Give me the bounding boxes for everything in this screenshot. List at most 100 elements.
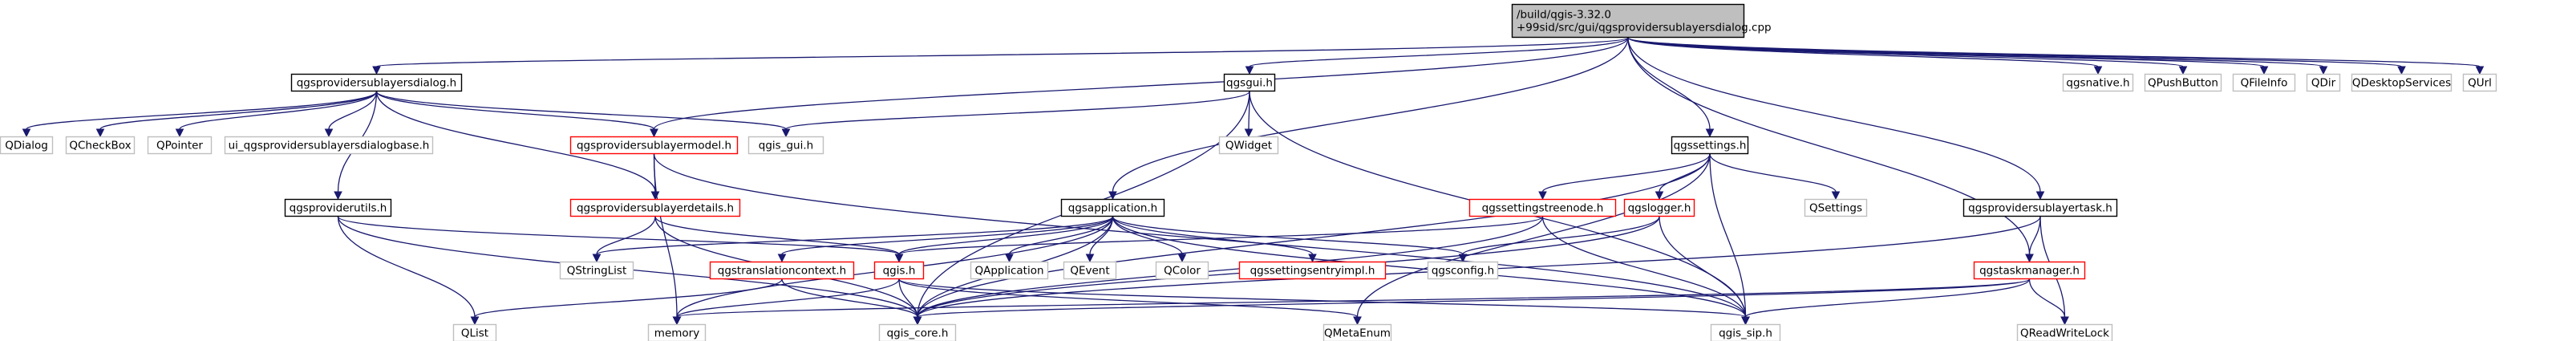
- edge-arrowhead: [1741, 316, 1750, 326]
- node-label: qgsapplication.h: [1068, 202, 1158, 215]
- node-label: qgssettingsentryimpl.h: [1250, 265, 1375, 278]
- edge-arrowhead: [2025, 254, 2034, 263]
- edge-qgstaskmanager-h-to-qgis-core-h: [913, 278, 2031, 326]
- node-label: QEvent: [1070, 265, 1109, 278]
- edge-qgsprovidersublayersdialog-h-to-qpointer: [175, 91, 378, 138]
- node-label: qgssettingstreenode.h: [1482, 202, 1604, 215]
- edge-line: [375, 91, 787, 130]
- node-qgsprovidersublayertask-h[interactable]: qgsprovidersublayertask.h: [1962, 198, 2118, 217]
- node-qgsgui-h[interactable]: qgsgui.h: [1223, 73, 1276, 92]
- node-qcheckbox: QCheckBox: [65, 136, 136, 155]
- node-memory: memory: [647, 323, 707, 341]
- edge-qgsprovidersublayersdialog-h-to-qgis-gui-h: [375, 91, 791, 138]
- edge-arrowhead: [1353, 316, 1362, 326]
- node-box: [2062, 73, 2134, 92]
- edge-arrowhead: [2259, 66, 2269, 75]
- node-qgstaskmanager-h[interactable]: qgstaskmanager.h: [1973, 261, 2086, 280]
- node-label: qgis_sip.h: [1719, 327, 1772, 340]
- edge-qgssettingstreenode-h-to-qgis-sip-h: [1541, 216, 1750, 326]
- edge-line: [1356, 153, 1711, 318]
- node-qgstranslationcontext-h[interactable]: qgstranslationcontext.h: [709, 261, 855, 280]
- node-box: [569, 198, 741, 217]
- node-box: [873, 261, 925, 280]
- node-qapplication: QApplication: [970, 261, 1049, 280]
- edge-arrowhead: [894, 254, 904, 263]
- edge-qgssettings-h-to-qmetaenum: [1353, 153, 1711, 326]
- edge-qgsapplication-h-to-qgstranslationcontext-h: [777, 216, 1114, 263]
- node-qgsprovidersublayerdetails-h[interactable]: qgsprovidersublayerdetails.h: [569, 198, 741, 217]
- edge-arrowhead: [1005, 254, 1014, 263]
- node-box: [970, 261, 1049, 280]
- node-box: [452, 323, 497, 341]
- node-label: qgsproviderutils.h: [290, 202, 387, 215]
- edge-line: [1008, 216, 1114, 255]
- node-box: [1710, 323, 1781, 341]
- edge-root-to-qgsapplication-h: [1108, 37, 1629, 201]
- node-label: qgstaskmanager.h: [1979, 265, 2080, 278]
- edge-line: [653, 153, 678, 318]
- edge-arrowhead: [2475, 66, 2485, 75]
- node-label: qgsgui.h: [1226, 77, 1273, 90]
- edge-line: [1627, 37, 2481, 67]
- edge-line: [898, 278, 1359, 318]
- node-qgsprovidersublayersdialog-h[interactable]: qgsprovidersublayersdialog.h: [290, 73, 463, 92]
- node-layer: /build/qgis-3.32.0+99sid/src/gui/qgsprov…: [0, 3, 2497, 341]
- edge-arrowhead: [777, 254, 787, 263]
- node-qwidget: QWidget: [1218, 136, 1279, 155]
- node-qgsprovidersublayermodel-h[interactable]: qgsprovidersublayermodel.h: [569, 136, 739, 155]
- node-box: [1468, 198, 1617, 217]
- edge-arrowhead: [2060, 316, 2069, 326]
- node-qgis-h[interactable]: qgis.h: [873, 261, 925, 280]
- edge-arrowhead: [1085, 254, 1095, 263]
- edge-arrowhead: [1538, 191, 1547, 201]
- node-ui-qgsprovidersublayersdialogbase-h: ui_qgsprovidersublayersdialogbase.h: [224, 136, 434, 155]
- edge-line: [781, 278, 918, 318]
- node-box: [1238, 261, 1387, 280]
- edge-line: [1112, 216, 1183, 255]
- node-qgssettingstreenode-h[interactable]: qgssettingstreenode.h: [1468, 198, 1617, 217]
- node-box: [2016, 323, 2113, 341]
- edge-arrowhead: [324, 128, 334, 138]
- edge-line: [375, 91, 655, 130]
- edge-arrowhead: [592, 254, 601, 263]
- node-qgsproviderutils-h[interactable]: qgsproviderutils.h: [284, 198, 392, 217]
- edge-line: [653, 153, 1747, 318]
- node-qgssettings-h[interactable]: qgssettings.h: [1671, 136, 1749, 155]
- edge-line: [654, 216, 900, 255]
- edge-line: [375, 91, 656, 193]
- edge-qgstranslationcontext-h-to-qlist: [470, 278, 783, 326]
- edge-qgssettings-h-to-qgssettingstreenode-h: [1538, 153, 1711, 201]
- node-label: qgsprovidersublayermodel.h: [577, 140, 731, 152]
- node-qstringlist: QStringList: [559, 261, 634, 280]
- node-label: qgsprovidersublayersdialog.h: [297, 77, 457, 90]
- node-box: [1671, 136, 1749, 155]
- edge-root-to-qgssettings-h: [1627, 37, 1715, 138]
- node-box: [1962, 198, 2118, 217]
- edge-qgssettings-h-to-qsettings: [1709, 153, 1841, 201]
- edge-line: [898, 278, 918, 318]
- node-qdialog: QDialog: [0, 136, 54, 155]
- node-qgsapplication-h[interactable]: qgsapplication.h: [1060, 198, 1165, 217]
- edge-line: [917, 278, 2031, 318]
- node-qdesktopservices: QDesktopServices: [2351, 73, 2452, 92]
- edge-line: [898, 216, 1544, 255]
- edge-line: [1112, 216, 1314, 255]
- edge-line: [596, 216, 656, 255]
- node-label: memory: [654, 327, 699, 340]
- edge-line: [337, 216, 476, 318]
- node-qgssettingsentryimpl-h[interactable]: qgssettingsentryimpl.h: [1238, 261, 1387, 280]
- edge-line: [1627, 37, 2403, 67]
- edge-line: [1659, 216, 1747, 318]
- node-box: [2351, 73, 2452, 92]
- edge-qgsproviderutils-h-to-qgis-h: [337, 216, 904, 263]
- node-root[interactable]: /build/qgis-3.32.0+99sid/src/gui/qgsprov…: [1511, 3, 1772, 39]
- node-qgslogger-h[interactable]: qgslogger.h: [1623, 198, 1695, 217]
- edge-line: [328, 91, 378, 130]
- node-label: QPointer: [156, 140, 203, 152]
- edge-arrowhead: [1245, 66, 1254, 75]
- edge-root-to-qgsprovidersublayersdialog-h: [372, 37, 1629, 75]
- edge-arrowhead: [1705, 128, 1715, 138]
- edge-root-to-qgsnative-h: [1627, 37, 2103, 75]
- edge-line: [1709, 153, 1747, 318]
